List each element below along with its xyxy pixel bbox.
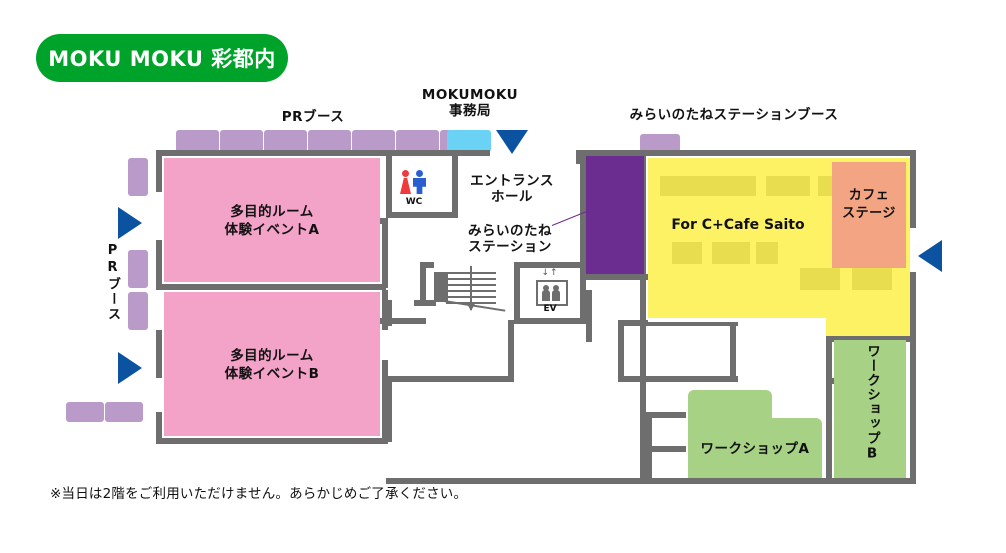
- wall-left-outer-d: [156, 412, 162, 444]
- wall-right-block-top: [640, 150, 916, 156]
- label-entrance-hall: エントランス ホール: [470, 173, 554, 205]
- cafe-table-1: [660, 176, 712, 196]
- wall-center-f: [508, 376, 514, 382]
- wall-midright-d: [618, 376, 738, 382]
- wall-left-outer-b: [156, 240, 162, 288]
- wall-right-block-leftlow: [640, 314, 646, 484]
- wall-ev-left: [514, 262, 520, 324]
- cafe-table-2: [712, 176, 756, 196]
- room-cafe-saito-leg[interactable]: [826, 300, 910, 336]
- cafe-cut: [648, 318, 826, 322]
- room-workshop-a-label: ワークショップA: [700, 441, 810, 457]
- entrance-arrow-left-lower-icon: [118, 352, 142, 384]
- booth-top-6[interactable]: [396, 130, 439, 152]
- label-mokumoku-office: MOKUMOKU 事務局: [421, 87, 519, 119]
- wall-purple-lead: [576, 150, 582, 164]
- wall-room-divider: [156, 284, 386, 290]
- wall-stair-left: [420, 262, 426, 304]
- booth-top-4[interactable]: [308, 130, 351, 152]
- wall-top-wc: [386, 150, 490, 156]
- wall-ev-bottom: [514, 318, 586, 324]
- cafe-table-6: [712, 242, 750, 264]
- room-cafe-stage-label: カフェ ステージ: [842, 188, 896, 221]
- booth-left-3[interactable]: [128, 292, 148, 330]
- room-multipurpose-b-label: 多目的ルーム 体験イベントB: [224, 348, 320, 383]
- wall-rooms-right-d: [382, 360, 388, 444]
- wall-center-a: [386, 300, 392, 326]
- wall-small-room-top: [646, 412, 686, 418]
- label-pr-booth-left: PRブース: [105, 243, 120, 322]
- room-cafe-stage[interactable]: [832, 162, 906, 268]
- wall-center-e: [508, 320, 514, 382]
- booth-top-5[interactable]: [352, 130, 395, 152]
- wall-midright-b: [618, 320, 738, 326]
- wall-wsb-top: [826, 336, 916, 342]
- booth-left-2[interactable]: [128, 250, 148, 288]
- label-pr-booth-top: PRブース: [281, 109, 345, 125]
- cafe-table-8: [800, 268, 840, 290]
- booth-mirai-station[interactable]: [640, 134, 680, 152]
- wall-purple-top: [580, 150, 644, 156]
- map-title-text: MOKU MOKU 彩都内: [48, 47, 276, 71]
- entrance-arrow-right-icon: [918, 240, 942, 272]
- room-multipurpose-b[interactable]: [164, 292, 380, 436]
- wall-right-outer-b: [910, 272, 916, 484]
- wall-left-outer-c: [156, 330, 162, 378]
- booth-bottom-left-2[interactable]: [105, 402, 143, 422]
- wall-wc-left: [386, 150, 392, 218]
- wall-purple-left: [580, 150, 586, 280]
- map-title-badge: MOKU MOKU 彩都内: [36, 34, 288, 82]
- wall-ev-ext: [586, 290, 592, 342]
- booth-top-3[interactable]: [264, 130, 307, 152]
- room-workshop-a-lower[interactable]: [688, 418, 822, 478]
- label-mirai-station-booth: みらいのたねステーションブース: [629, 107, 839, 123]
- cafe-table-9: [852, 268, 892, 290]
- footnote-text: ※当日は2階をご利用いただけません。あらかじめご了承ください。: [50, 486, 468, 502]
- room-multipurpose-a[interactable]: [164, 158, 380, 282]
- wall-stair-bottom: [414, 300, 436, 306]
- booth-bottom-left-1[interactable]: [66, 402, 104, 422]
- wall-ev-right: [580, 262, 586, 324]
- wall-center-c: [386, 376, 392, 442]
- booth-mokumoku-office[interactable]: [447, 130, 491, 152]
- entrance-arrow-left-upper-icon: [118, 207, 142, 239]
- wc-label: WC: [405, 197, 423, 207]
- booth-top-1[interactable]: [176, 130, 219, 152]
- room-purple-booth[interactable]: [586, 156, 644, 274]
- ev-direction-arrows: ↓↑: [541, 268, 559, 278]
- ev-label: EV: [543, 304, 557, 314]
- room-workshop-b-label: ワークショップB: [864, 344, 880, 463]
- wall-center-b: [386, 318, 426, 324]
- wall-midright-a: [618, 320, 624, 380]
- cafe-table-3: [766, 176, 810, 196]
- wall-rooms-right-c: [382, 324, 388, 330]
- booth-left-1[interactable]: [128, 158, 148, 196]
- wall-rooms-right-b: [382, 290, 388, 324]
- booth-top-2[interactable]: [220, 130, 263, 152]
- label-mirai-station: みらいのたね ステーション: [468, 223, 552, 255]
- cafe-table-7: [756, 242, 778, 264]
- wall-wc-right: [452, 150, 458, 218]
- wall-purple-bottom: [580, 274, 648, 280]
- entrance-arrow-down-icon: [496, 130, 528, 154]
- cafe-table-5: [672, 242, 702, 264]
- wall-stair-top: [420, 262, 434, 268]
- room-workshop-b[interactable]: [834, 340, 906, 478]
- wall-top-left: [156, 150, 386, 156]
- wall-wsb-left: [826, 336, 832, 484]
- wall-small-room-mid: [646, 446, 686, 452]
- room-multipurpose-a-label: 多目的ルーム 体験イベントA: [224, 204, 320, 239]
- wall-ev-top: [514, 262, 586, 268]
- wall-left-outer-a: [156, 150, 162, 192]
- room-cafe-saito-label: For C+Cafe Saito: [671, 217, 805, 233]
- wall-wc-bottom: [386, 212, 458, 218]
- wall-center-d: [386, 376, 514, 382]
- wall-right-outer-a: [910, 150, 916, 228]
- wall-rooms-right-a: [382, 218, 388, 288]
- wall-room-b-bottom: [156, 438, 388, 444]
- elevator-icon: [536, 280, 568, 306]
- wall-midright-c: [730, 320, 736, 382]
